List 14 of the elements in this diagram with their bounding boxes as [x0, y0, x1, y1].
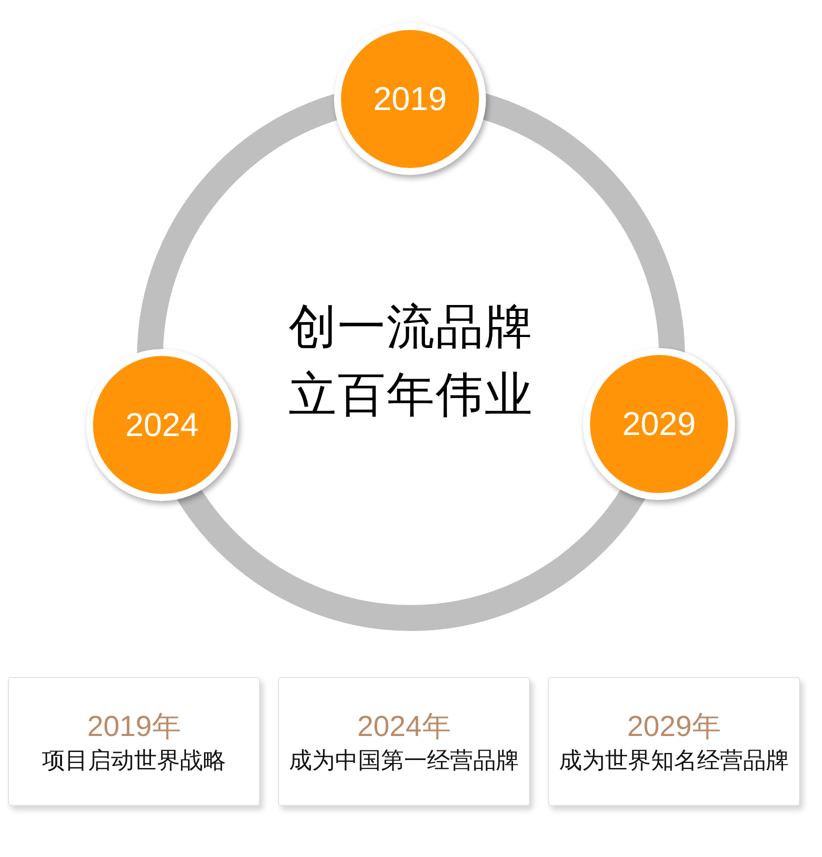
year-label: 2019: [373, 82, 447, 115]
year-label: 2024年: [357, 713, 451, 742]
year-label: 2019年: [87, 713, 181, 742]
slogan-text: 立百年伟业: [288, 371, 534, 419]
year-label: 2024: [125, 408, 199, 441]
milestone-card: [278, 677, 530, 806]
milestone-text: 成为世界知名经营品牌: [559, 750, 789, 773]
milestone-text: 项目启动世界战略: [42, 750, 226, 773]
year-label: 2029年: [627, 713, 721, 742]
milestone-card: [548, 677, 800, 806]
year-label: 2029: [622, 407, 696, 440]
milestone-text: 成为中国第一经营品牌: [289, 750, 519, 773]
slogan-text: 创一流品牌: [288, 303, 534, 351]
milestone-card: [8, 677, 260, 806]
